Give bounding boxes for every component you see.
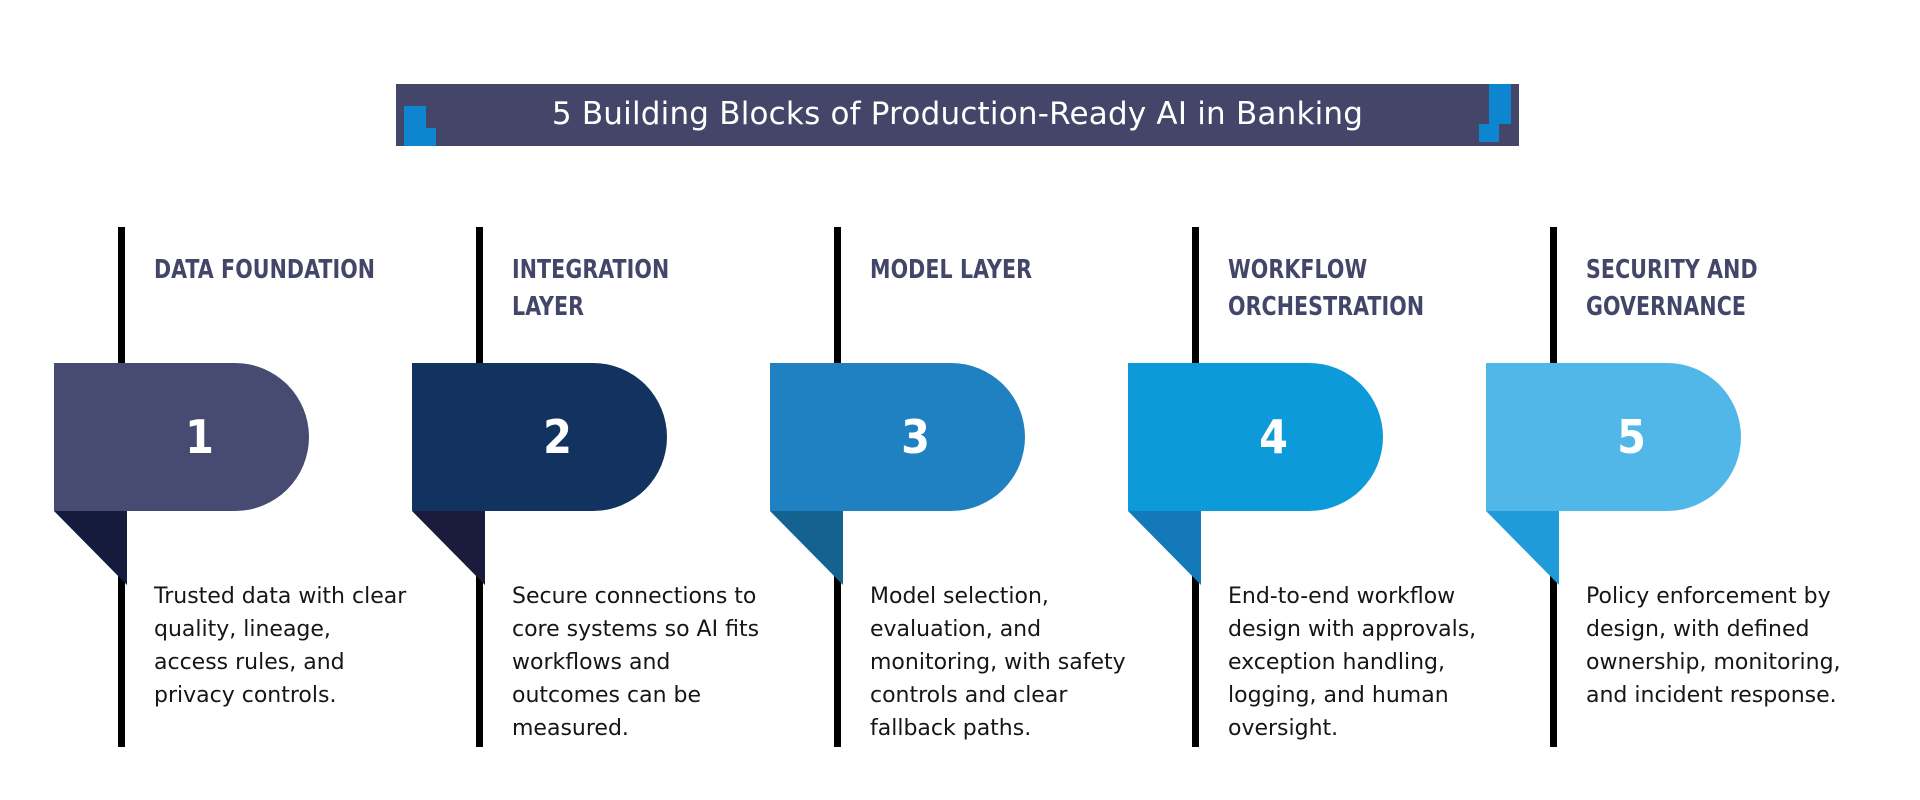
block-description: Policy enforcement by design, with defin… bbox=[1586, 584, 1841, 708]
badge-fold-triangle bbox=[770, 511, 843, 585]
badge-number: 1 bbox=[185, 410, 214, 464]
block-description: Secure connections to core systems so AI… bbox=[512, 584, 760, 741]
block-description: Model selection, evaluation, and monitor… bbox=[870, 584, 1126, 741]
block-badge: 3 bbox=[770, 363, 1070, 585]
badge-number: 5 bbox=[1617, 410, 1646, 464]
badge-fold-triangle bbox=[1128, 511, 1201, 585]
badge-flag-shape: 1 bbox=[54, 363, 309, 511]
badge-flag-shape: 2 bbox=[412, 363, 667, 511]
block-badge: 5 bbox=[1486, 363, 1786, 585]
corner-bracket-left-icon bbox=[404, 106, 436, 146]
badge-number: 4 bbox=[1259, 410, 1288, 464]
badge-flag-shape: 5 bbox=[1486, 363, 1741, 511]
building-block-3: MODEL LAYER 3 Model selection, evaluatio… bbox=[770, 225, 1132, 760]
block-badge: 2 bbox=[412, 363, 712, 585]
badge-number: 3 bbox=[901, 410, 930, 464]
building-block-4: WORKFLOW ORCHESTRATION 4 End-to-end work… bbox=[1128, 225, 1490, 760]
title-banner: 5 Building Blocks of Production-Ready AI… bbox=[396, 84, 1519, 146]
badge-fold-triangle bbox=[54, 511, 127, 585]
block-heading: SECURITY AND GOVERNANCE bbox=[1586, 255, 1758, 322]
badge-fold-triangle bbox=[412, 511, 485, 585]
block-heading: WORKFLOW ORCHESTRATION bbox=[1228, 255, 1425, 322]
building-block-1: DATA FOUNDATION 1 Trusted data with clea… bbox=[54, 225, 416, 760]
block-heading: MODEL LAYER bbox=[870, 255, 1033, 285]
badge-fold-triangle bbox=[1486, 511, 1559, 585]
corner-bracket-right-icon bbox=[1479, 84, 1511, 142]
block-heading: INTEGRATION LAYER bbox=[512, 255, 670, 322]
page-title: 5 Building Blocks of Production-Ready AI… bbox=[551, 96, 1364, 132]
block-heading: DATA FOUNDATION bbox=[154, 255, 376, 285]
block-badge: 1 bbox=[54, 363, 354, 585]
block-description: Trusted data with clear quality, lineage… bbox=[154, 584, 407, 708]
block-description: End-to-end workflow design with approval… bbox=[1228, 584, 1477, 741]
title-bar: 5 Building Blocks of Production-Ready AI… bbox=[396, 84, 1519, 146]
building-block-2: INTEGRATION LAYER 2 Secure connections t… bbox=[412, 225, 774, 760]
badge-number: 2 bbox=[543, 410, 572, 464]
badge-flag-shape: 3 bbox=[770, 363, 1025, 511]
badge-flag-shape: 4 bbox=[1128, 363, 1383, 511]
block-badge: 4 bbox=[1128, 363, 1428, 585]
building-block-5: SECURITY AND GOVERNANCE 5 Policy enforce… bbox=[1486, 225, 1848, 760]
